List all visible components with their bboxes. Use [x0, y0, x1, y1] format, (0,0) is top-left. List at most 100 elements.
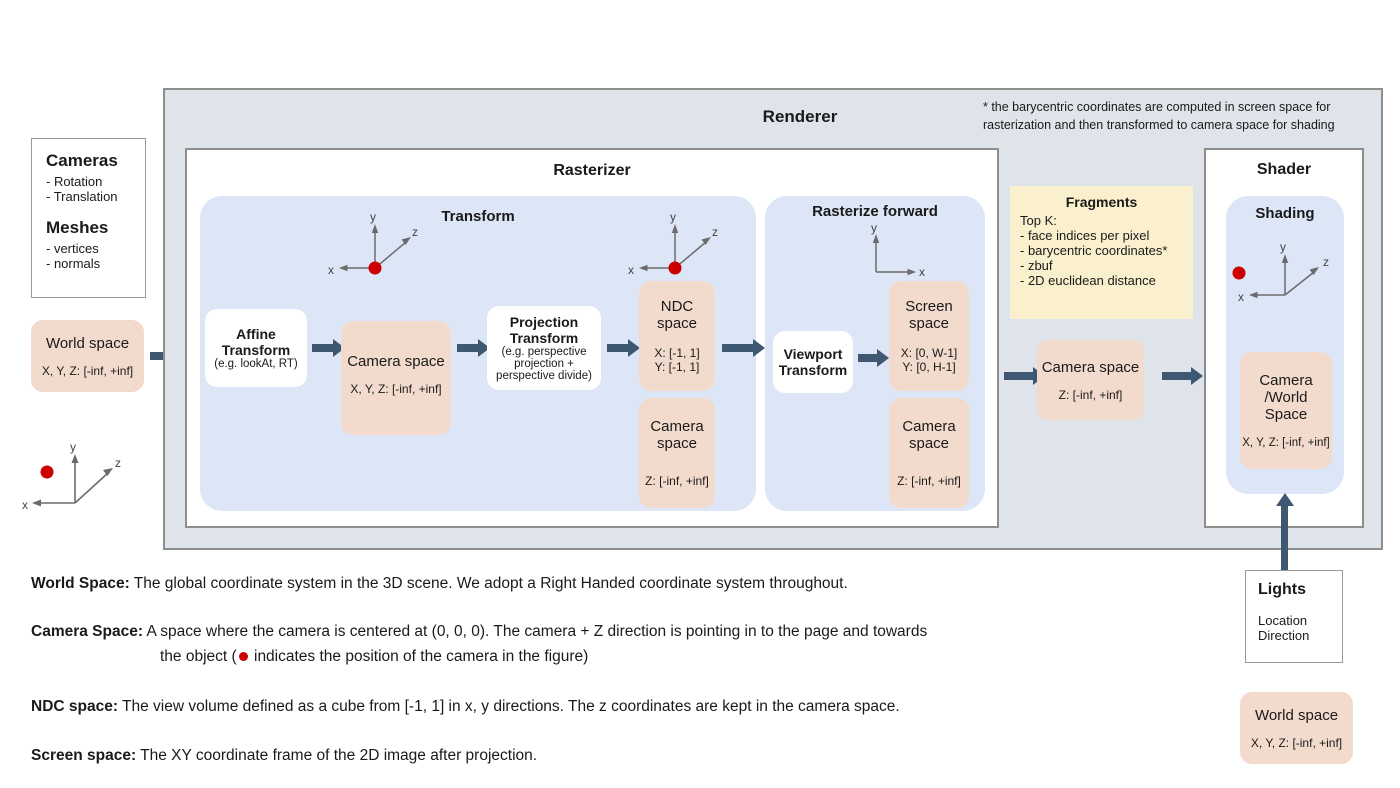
projection-transform-title-line1: Projection	[509, 314, 579, 330]
legend-term-screen-space: Screen space:	[31, 747, 137, 764]
svg-text:y: y	[670, 210, 676, 224]
world-space-output-title: World space	[1254, 706, 1339, 724]
arrow-viewport-to-screen	[858, 349, 889, 367]
svg-text:y: y	[871, 221, 877, 235]
screen-space-range-x: X: [0, W-1]	[900, 346, 958, 360]
cameras-item: - Rotation	[46, 174, 103, 189]
arrow-rasterizer-to-camera-mid	[1004, 367, 1045, 385]
legend-text-screen-space: The XY coordinate frame of the 2D image …	[140, 747, 538, 764]
camera-space-z-range: Z: [-inf, +inf]	[645, 474, 709, 488]
arrow-projection-to-ndc	[607, 339, 640, 357]
arrow-camera-mid-to-shader	[1162, 367, 1203, 385]
camera-space-z-rf-title-line1: Camera	[902, 418, 956, 435]
fragments-item: - barycentric coordinates*	[1020, 243, 1168, 258]
meshes-title: Meshes	[46, 218, 109, 237]
renderer-title: Renderer	[762, 107, 838, 126]
legend-text-camera-space: A space where the camera is centered at …	[146, 623, 928, 640]
camera-space-z-box-rasterize: Camera space Z: [-inf, +inf]	[889, 398, 969, 508]
fragments-title: Fragments	[1065, 194, 1138, 210]
cameras-title: Cameras	[46, 151, 118, 170]
meshes-item: - vertices	[46, 241, 99, 256]
fragments-list: - face indices per pixel - barycentric c…	[1020, 228, 1183, 288]
projection-transform-sub-line2: projection +	[514, 358, 574, 370]
projection-transform-title-line2: Transform	[509, 330, 579, 346]
affine-transform-sub: (e.g. lookAt, RT)	[214, 358, 298, 370]
viewport-transform-box: Viewport Transform	[773, 331, 853, 393]
svg-text:y: y	[370, 210, 376, 224]
world-space-input-range: X, Y, Z: [-inf, +inf]	[41, 363, 134, 378]
camera-space-z-rf-range: Z: [-inf, +inf]	[897, 474, 961, 488]
camera-space-range: X, Y, Z: [-inf, +inf]	[350, 381, 442, 396]
legend-ndc-space: NDC space: The view volume defined as a …	[31, 697, 900, 718]
ndc-space-range-y: Y: [-1, 1]	[654, 360, 700, 374]
camera-space-mid-title: Camera space	[1041, 358, 1140, 376]
camera-world-title-line2: /World	[1264, 389, 1308, 406]
camera-space-mid-range: Z: [-inf, +inf]	[1058, 387, 1123, 402]
svg-text:x: x	[919, 265, 925, 279]
lights-box: Lights Location Direction	[1245, 570, 1343, 663]
camera-dot-icon	[238, 652, 248, 662]
arrow-affine-to-camera	[312, 339, 345, 357]
legend-term-camera-space: Camera Space:	[31, 623, 144, 640]
screen-space-range-y: Y: [0, H-1]	[902, 360, 956, 374]
transform-title: Transform	[441, 208, 515, 225]
svg-text:x: x	[328, 263, 334, 277]
svg-text:y: y	[1280, 240, 1286, 254]
inputs-panel: Cameras - Rotation - Translation Meshes …	[31, 138, 146, 298]
world-space-axis-gizmo: y x z	[20, 425, 140, 520]
svg-text:z: z	[115, 456, 121, 470]
arrow-lights-to-shader	[1275, 493, 1294, 570]
affine-transform-box: Affine Transform (e.g. lookAt, RT)	[205, 309, 307, 387]
camera-world-range: X, Y, Z: [-inf, +inf]	[1242, 437, 1330, 449]
shader-title: Shader	[1256, 161, 1312, 178]
fragments-item: - zbuf	[1020, 258, 1053, 273]
projection-transform-sub-line3: perspective divide)	[496, 370, 592, 382]
rasterizer-title: Rasterizer	[553, 162, 631, 179]
camera-space-title: Camera space	[347, 352, 445, 370]
legend-text-ndc-space: The view volume defined as a cube from […	[122, 698, 900, 715]
camera-space-box-transform: Camera space X, Y, Z: [-inf, +inf]	[341, 321, 451, 435]
legend-text-world-space: The global coordinate system in the 3D s…	[133, 575, 848, 592]
lights-item: Direction	[1258, 628, 1310, 643]
ndc-space-title-line1: NDC	[660, 298, 694, 315]
legend-camera-space-cont: the object ( indicates the position of t…	[160, 647, 588, 668]
fragments-subtitle: Top K:	[1020, 213, 1057, 228]
legend-text-camera-space-post: indicates the position of the camera in …	[249, 648, 589, 665]
ndc-space-axis-gizmo: y x z	[620, 200, 730, 290]
legend-world-space: World Space: The global coordinate syste…	[31, 574, 848, 595]
svg-text:x: x	[628, 263, 634, 277]
svg-text:x: x	[22, 498, 28, 512]
camera-space-axis-gizmo-transform: y x z	[320, 200, 430, 290]
camera-world-space-box: Camera /World Space X, Y, Z: [-inf, +inf…	[1240, 352, 1332, 469]
svg-text:z: z	[412, 225, 418, 239]
viewport-transform-title-line2: Transform	[778, 362, 848, 378]
world-space-output-box: World space X, Y, Z: [-inf, +inf]	[1240, 692, 1353, 764]
svg-text:z: z	[712, 225, 718, 239]
legend-term-world-space: World Space:	[31, 575, 130, 592]
arrow-transform-to-rasterize	[722, 339, 765, 357]
rasterize-forward-title: Rasterize forward	[812, 203, 938, 220]
affine-transform-title-line1: Affine	[236, 326, 276, 342]
legend-text-camera-space-pre: the object (	[160, 648, 237, 665]
camera-space-z-title-line2: space	[656, 435, 698, 452]
camera-space-z-box-transform: Camera space Z: [-inf, +inf]	[639, 398, 715, 508]
screen-space-axis-gizmo: y x	[862, 221, 942, 284]
camera-space-box-mid: Camera space Z: [-inf, +inf]	[1037, 340, 1144, 420]
svg-text:x: x	[1238, 290, 1244, 304]
screen-space-title-line2: space	[908, 315, 950, 332]
ndc-space-box: NDC space X: [-1, 1] Y: [-1, 1]	[639, 281, 715, 391]
camera-space-z-title-line1: Camera	[650, 418, 704, 435]
cameras-list: - Rotation - Translation	[46, 174, 131, 204]
world-space-output-range: X, Y, Z: [-inf, +inf]	[1250, 735, 1343, 750]
svg-text:z: z	[1323, 255, 1329, 269]
cameras-item: - Translation	[46, 189, 118, 204]
legend-camera-space: Camera Space: A space where the camera i…	[31, 622, 927, 643]
fragments-item: - 2D euclidean distance	[1020, 273, 1156, 288]
arrow-camera-to-projection	[457, 339, 490, 357]
camera-world-title-line1: Camera	[1259, 372, 1313, 389]
screen-space-box: Screen space X: [0, W-1] Y: [0, H-1]	[889, 281, 969, 391]
meshes-item: - normals	[46, 256, 101, 271]
viewport-transform-title-line1: Viewport	[783, 346, 843, 362]
lights-list: Location Direction	[1258, 613, 1330, 643]
fragments-box: Fragments Top K: - face indices per pixe…	[1010, 186, 1193, 319]
